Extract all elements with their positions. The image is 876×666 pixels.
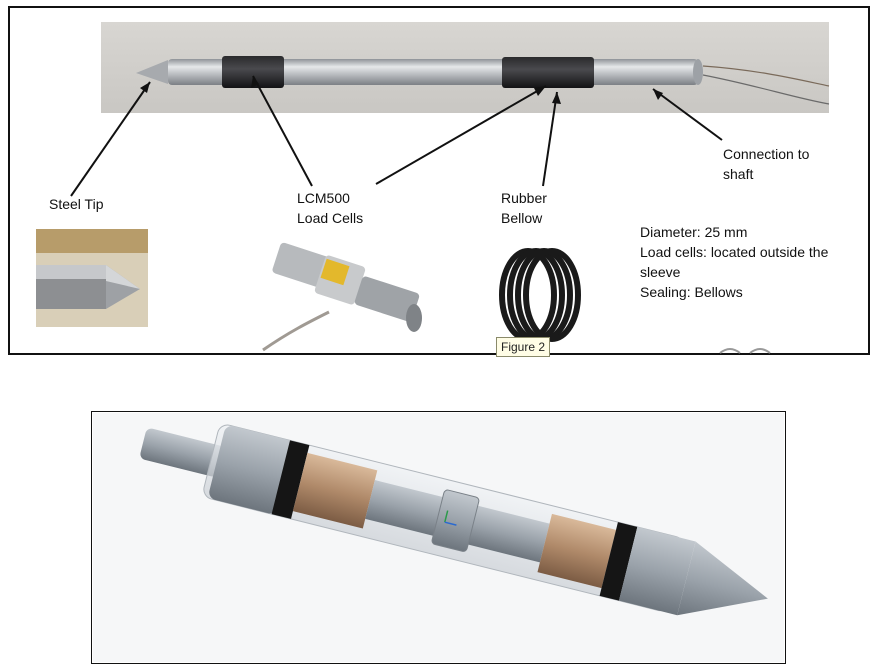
tape-band-left bbox=[222, 56, 284, 88]
cad-render bbox=[93, 413, 784, 662]
connection-label-line2: shaft bbox=[723, 166, 754, 182]
tape-band-right bbox=[502, 57, 594, 88]
bellow-label-line2: Bellow bbox=[501, 210, 543, 226]
spec-load-cells-line1: Load cells: located outside the bbox=[640, 244, 829, 260]
load-cells-label-line1: LCM500 bbox=[297, 190, 350, 206]
connection-label-line1: Connection to bbox=[723, 146, 810, 162]
cropped-object-edge bbox=[719, 348, 771, 354]
bellow-label-line1: Rubber bbox=[501, 190, 547, 206]
load-cells-label-line2: Load Cells bbox=[297, 210, 364, 226]
spec-diameter: Diameter: 25 mm bbox=[640, 224, 748, 240]
load-cell-photo bbox=[259, 232, 427, 352]
figure-tooltip: Figure 2 bbox=[496, 337, 551, 357]
rubber-bellow-photo bbox=[476, 233, 600, 351]
steel-tip-photo bbox=[36, 229, 148, 327]
steel-tip-label: Steel Tip bbox=[49, 196, 104, 212]
spec-sealing: Sealing: Bellows bbox=[640, 284, 743, 300]
spec-load-cells-line2: sleeve bbox=[640, 264, 681, 280]
